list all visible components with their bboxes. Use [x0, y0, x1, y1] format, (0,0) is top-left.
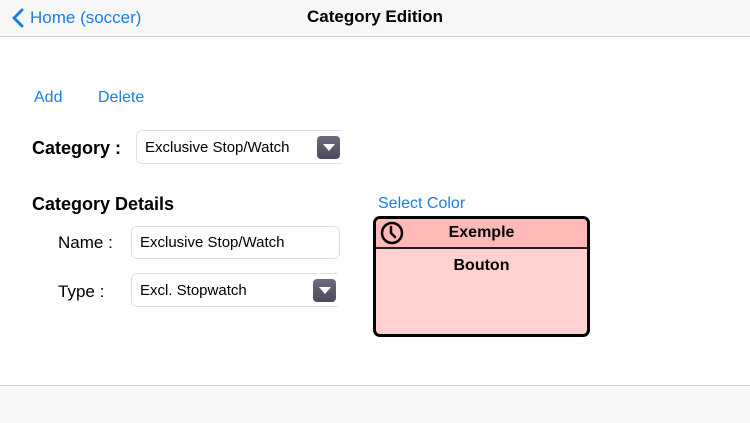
category-selected-value: Exclusive Stop/Watch [145, 138, 290, 156]
back-button[interactable]: Home (soccer) [12, 6, 141, 30]
bottom-toolbar [0, 385, 750, 423]
name-label: Name : [58, 233, 113, 252]
select-color-button[interactable]: Select Color [378, 195, 466, 212]
type-dropdown-icon[interactable] [313, 279, 336, 302]
navigation-bar: Home (soccer) Category Edition [0, 0, 750, 37]
name-input-value: Exclusive Stop/Watch [140, 234, 285, 251]
add-button[interactable]: Add [34, 89, 63, 106]
button-preview: Exemple Bouton [373, 216, 590, 337]
category-details-heading: Category Details [32, 194, 175, 214]
delete-button[interactable]: Delete [98, 89, 145, 106]
category-dropdown-icon[interactable] [317, 136, 340, 159]
preview-header: Exemple [376, 219, 587, 249]
chevron-left-icon [12, 8, 24, 28]
type-label: Type : [58, 282, 105, 301]
clock-icon [380, 221, 404, 245]
type-select[interactable]: Excl. Stopwatch [131, 273, 338, 307]
preview-body-text: Bouton [453, 257, 510, 274]
category-select[interactable]: Exclusive Stop/Watch [136, 130, 342, 164]
category-label: Category : [32, 138, 122, 158]
type-selected-value: Excl. Stopwatch [140, 281, 247, 299]
page-title: Category Edition [306, 7, 443, 26]
back-label: Home (soccer) [30, 8, 142, 27]
name-input[interactable]: Exclusive Stop/Watch [131, 226, 340, 259]
preview-header-text: Exemple [448, 224, 515, 241]
